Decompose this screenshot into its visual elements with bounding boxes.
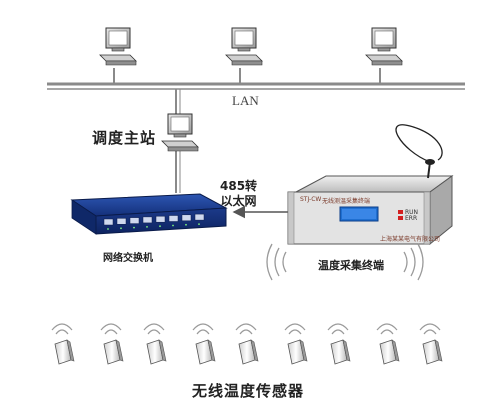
panel-title: 无线测温采集终端	[322, 198, 371, 205]
network-switch-icon	[70, 193, 228, 235]
sensor-group	[51, 323, 443, 365]
computer-icon-3	[365, 27, 403, 66]
station-label: 调度主站	[92, 129, 157, 147]
panel-model: STJ-CW	[300, 196, 322, 203]
wireless-sensor-icon	[327, 323, 351, 365]
wireless-sensor-icon	[192, 323, 216, 365]
lan-label: LAN	[232, 93, 259, 108]
wireless-sensor-icon	[143, 323, 167, 365]
sensors-label: 无线温度传感器	[192, 382, 305, 400]
station-computer-icon	[161, 113, 199, 152]
terminal-label: 温度采集终端	[318, 259, 384, 272]
wireless-sensor-icon	[419, 323, 443, 365]
converter-label-line2: 以太网	[220, 194, 257, 208]
wireless-sensor-icon	[51, 323, 75, 365]
panel-footer: 上海某某电气有限公司	[380, 236, 441, 243]
converter-label-line1: 485转	[220, 179, 258, 193]
wireless-sensor-icon	[284, 323, 308, 365]
switch-label: 网络交换机	[103, 253, 153, 264]
led-err-label: ERR	[405, 215, 418, 222]
wireless-sensor-icon	[376, 323, 400, 365]
led-run-label: RUN	[405, 209, 419, 216]
computer-icon-2	[225, 27, 263, 66]
collection-terminal-icon	[266, 124, 454, 281]
converter-label: 485转 以太网	[220, 179, 257, 209]
wireless-sensor-icon	[235, 323, 259, 365]
lan-backbone	[47, 68, 465, 193]
computer-icon-1	[99, 27, 137, 66]
wireless-sensor-icon	[100, 323, 124, 365]
